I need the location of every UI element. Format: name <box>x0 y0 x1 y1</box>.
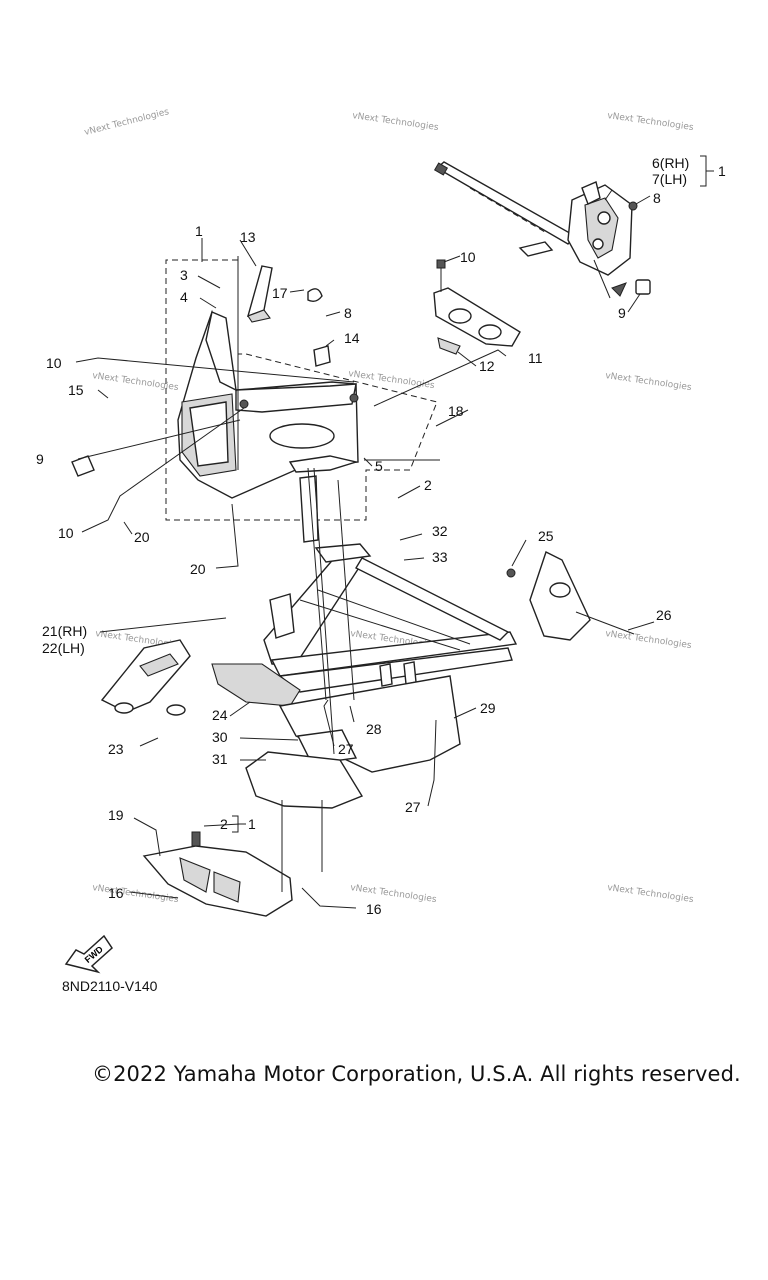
bracket-part-21-22 <box>100 639 191 716</box>
part-label-10: 10 <box>46 355 62 371</box>
diagram-code: 8ND2110-V140 <box>62 978 158 994</box>
part-label-28: 28 <box>366 721 382 737</box>
part-label-31: 31 <box>212 751 228 767</box>
part-label-2: 2 <box>220 816 228 832</box>
copyright-notice: ©2022 Yamaha Motor Corporation, U.S.A. A… <box>92 1062 741 1086</box>
watermark: vNext Technologies <box>83 107 170 138</box>
front-frame-part <box>177 309 359 499</box>
forward-arrow-icon: FWD <box>64 934 113 974</box>
part-label-32: 32 <box>432 523 448 539</box>
part-label-15: 15 <box>68 382 84 398</box>
watermark: vNext Technologies <box>605 629 693 651</box>
plate-part-31 <box>245 751 364 809</box>
part-label-10: 10 <box>460 249 476 265</box>
bracket-assembly-6-7 <box>518 181 651 299</box>
assembly-boundary <box>165 259 438 521</box>
part-label-6: 6(RH) <box>652 155 689 171</box>
part-label-16: 16 <box>108 885 124 901</box>
flap-part-13 <box>246 265 273 323</box>
part-label-21: 21(RH) <box>42 623 87 639</box>
watermark: vNext Technologies <box>348 369 436 391</box>
steering-bar-part <box>433 161 577 245</box>
part-label-7: 7(LH) <box>652 171 687 187</box>
part-label-22: 22(LH) <box>42 640 85 656</box>
part-label-18: 18 <box>448 403 464 419</box>
part-label-20: 20 <box>134 529 150 545</box>
watermark: vNext Technologies <box>350 883 438 905</box>
callout-bracket-2 <box>232 815 246 833</box>
part-label-1: 1 <box>248 816 256 832</box>
watermark: vNext Technologies <box>352 111 440 133</box>
part-label-11: 11 <box>528 350 543 366</box>
part-label-19: 19 <box>108 807 124 823</box>
leader-lines <box>75 189 655 909</box>
watermark: vNext Technologies <box>607 883 695 905</box>
watermark: vNext Technologies <box>607 111 695 133</box>
part-label-25: 25 <box>538 528 554 544</box>
part-label-23: 23 <box>108 741 124 757</box>
part-label-9: 9 <box>36 451 44 467</box>
clip-part-17 <box>307 288 323 303</box>
part-label-27: 27 <box>338 741 354 757</box>
callout-bracket-6-7 <box>700 155 714 187</box>
part-label-12: 12 <box>479 358 495 374</box>
lower-guard-part-19 <box>142 831 293 917</box>
part-label-17: 17 <box>272 285 288 301</box>
part-label-1: 1 <box>195 223 203 239</box>
part-label-2: 2 <box>424 477 432 493</box>
part-label-3: 3 <box>180 267 188 283</box>
part-label-10: 10 <box>58 525 74 541</box>
watermark: vNext Technologies <box>92 883 180 905</box>
part-label-20: 20 <box>190 561 206 577</box>
part-label-14: 14 <box>344 330 360 346</box>
part-label-26: 26 <box>656 607 672 623</box>
part-label-4: 4 <box>180 289 188 305</box>
part-labels: 1 1 1 2 2 3 4 5 6(RH) 7(LH) 8 8 9 9 10 1… <box>36 155 726 917</box>
plate-part-11 <box>433 259 521 355</box>
rubber-block-part-9 <box>71 455 95 477</box>
watermark: vNext Technologies <box>605 371 693 393</box>
part-label-1: 1 <box>718 163 726 179</box>
chassis-frame-part <box>263 475 518 693</box>
part-label-8: 8 <box>344 305 352 321</box>
part-label-29: 29 <box>480 700 496 716</box>
part-label-27: 27 <box>405 799 421 815</box>
part-label-5: 5 <box>375 458 383 474</box>
bracket-part-14 <box>313 345 331 367</box>
part-label-30: 30 <box>212 729 228 745</box>
part-label-13: 13 <box>240 229 256 245</box>
part-label-9: 9 <box>618 305 626 321</box>
part-label-24: 24 <box>212 707 228 723</box>
bracket-part-25 <box>506 551 635 641</box>
part-label-16: 16 <box>366 901 382 917</box>
part-label-8: 8 <box>653 190 661 206</box>
part-label-33: 33 <box>432 549 448 565</box>
bracket-part-30 <box>296 729 358 765</box>
